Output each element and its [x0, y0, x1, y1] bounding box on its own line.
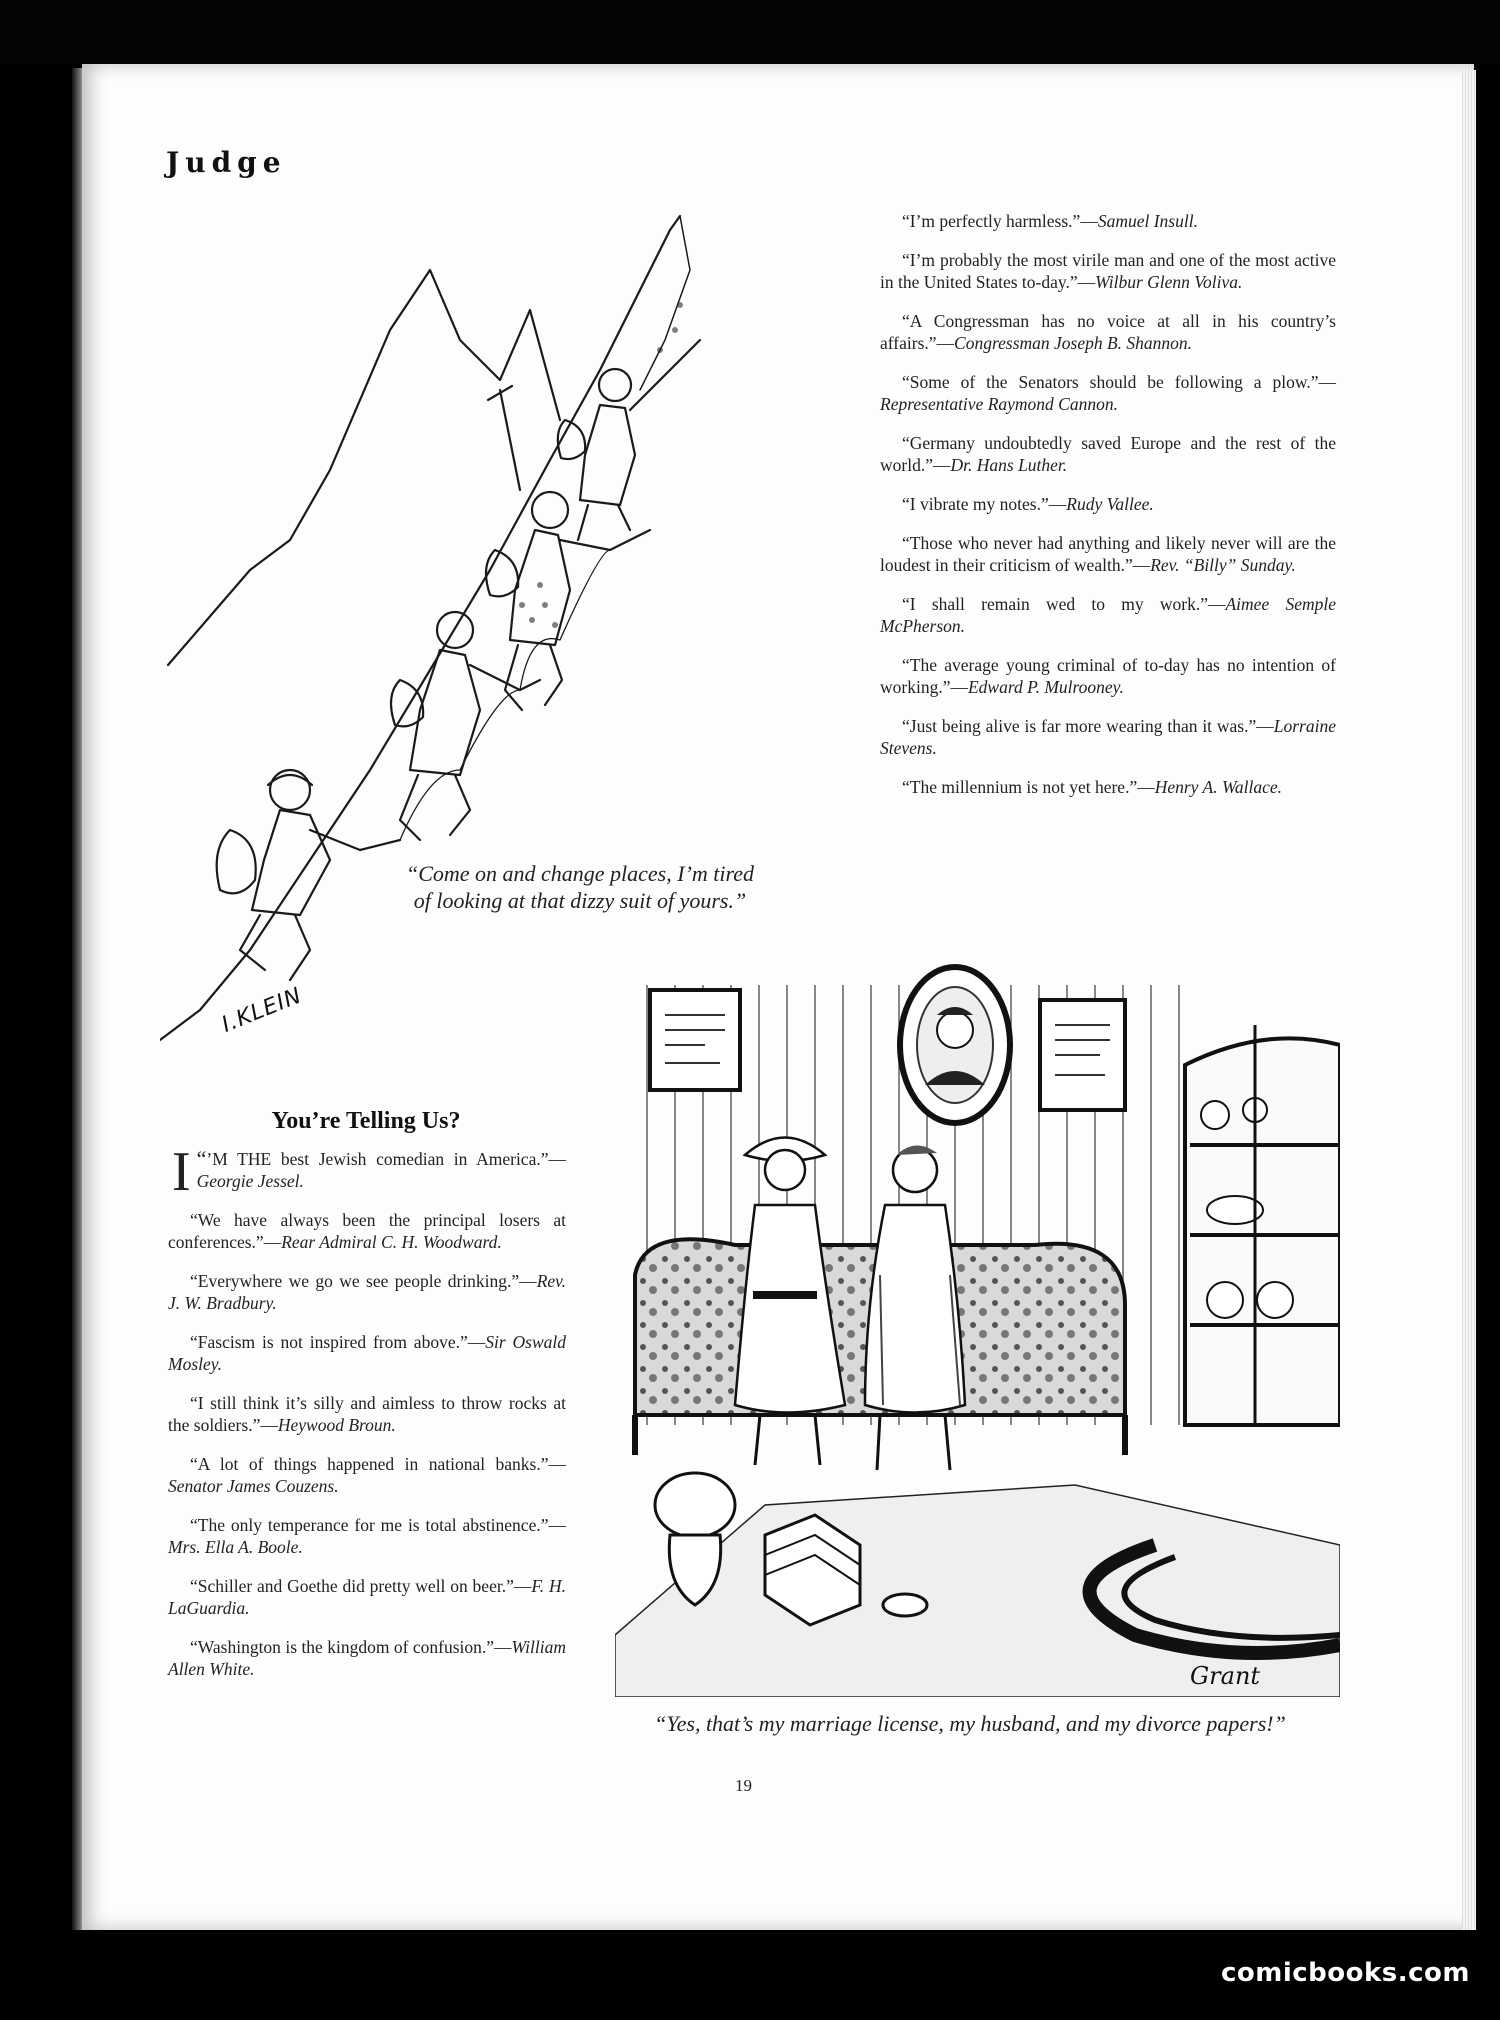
- site-watermark: comicbooks.com: [1220, 1958, 1470, 1988]
- quote-item: “I vibrate my notes.”—Rudy Vallee.: [902, 494, 1154, 514]
- parlor-cartoon: [615, 964, 1340, 1697]
- quote-item: “I still think it’s silly and aimless to…: [168, 1393, 566, 1435]
- quote-item: “I shall remain wed to my work.”—Aimee S…: [880, 594, 1336, 636]
- quote-item: “Just being alive is far more wearing th…: [880, 716, 1336, 758]
- quote-item: “A lot of things happened in national ba…: [168, 1454, 566, 1496]
- parlor-caption: “Yes, that’s my marriage license, my hus…: [654, 1711, 1286, 1736]
- drop-cap: I: [172, 1141, 191, 1203]
- left-quotes-column: “I’M THE best Jewish comedian in America…: [168, 1141, 566, 1697]
- scan-border-bottom: [0, 1930, 1500, 2020]
- quote-item: “Everywhere we go we see people drinking…: [168, 1271, 566, 1313]
- climbers-cartoon: [160, 214, 702, 1042]
- page-stack-edge: [1462, 70, 1476, 1930]
- quote-item: “The only temperance for me is total abs…: [168, 1515, 566, 1557]
- quote-item: “Schiller and Goethe did pretty well on …: [168, 1576, 566, 1618]
- quote-item: “We have always been the principal loser…: [168, 1210, 566, 1252]
- grant-signature: Grant: [1190, 1662, 1261, 1690]
- section-title: You’re Telling Us?: [271, 1108, 461, 1134]
- quote-item: “Washington is the kingdom of confusion.…: [168, 1637, 566, 1679]
- quote-item: “Fascism is not inspired from above.”—Si…: [168, 1332, 566, 1374]
- quote-item: “Germany undoubtedly saved Europe and th…: [880, 433, 1336, 475]
- quote-item: “The average young criminal of to-day ha…: [880, 655, 1336, 697]
- masthead: Judge: [166, 146, 287, 179]
- quote-item: “I’m perfectly harmless.”—Samuel Insull.: [902, 211, 1198, 231]
- quote-item: “I’M THE best Jewish comedian in America…: [172, 1141, 566, 1203]
- quote-item: “Some of the Senators should be followin…: [880, 372, 1336, 414]
- page-number: 19: [735, 1776, 752, 1795]
- quote-item: “A Congressman has no voice at all in hi…: [880, 311, 1336, 353]
- quote-item: “I’m probably the most virile man and on…: [880, 250, 1336, 292]
- quote-item: “The millennium is not yet here.”—Henry …: [902, 777, 1283, 797]
- quote-item: “Those who never had anything and likely…: [880, 533, 1336, 575]
- climbers-caption: “Come on and change places, I’m tired of…: [405, 861, 755, 913]
- right-quotes-column: “I’m perfectly harmless.”—Samuel Insull.…: [880, 210, 1336, 815]
- scan-border-top: [0, 0, 1500, 64]
